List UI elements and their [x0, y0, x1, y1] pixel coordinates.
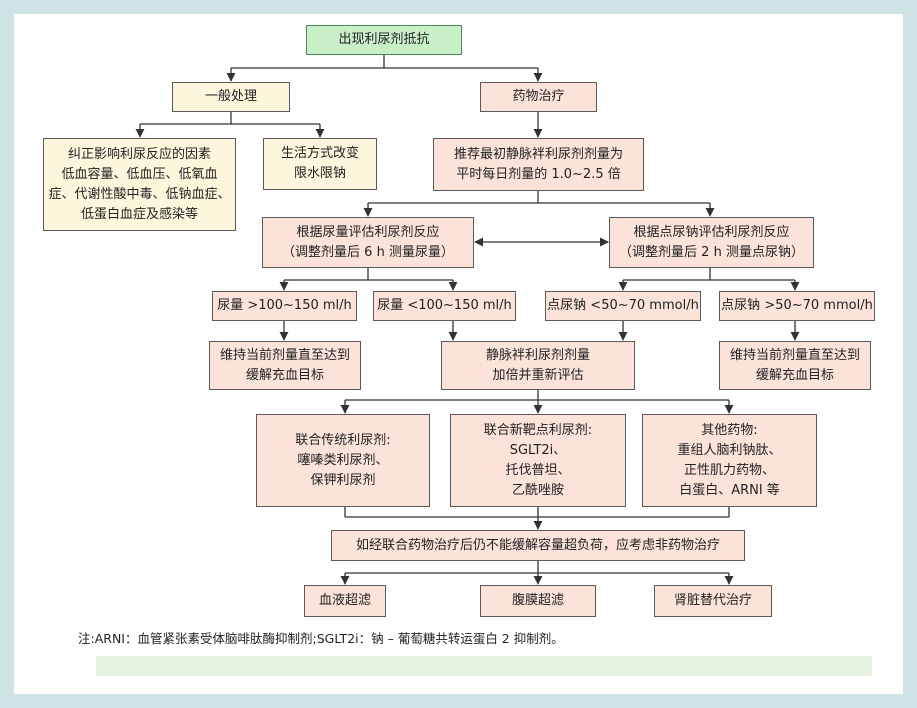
- other-drugs-line: 其他药物:: [701, 422, 758, 438]
- renal-replacement-label: 肾脏替代治疗: [673, 593, 752, 608]
- maintain-left-line: 维持当前剂量直至达到: [219, 347, 350, 363]
- node-renal-replacement: 肾脏替代治疗: [654, 585, 772, 617]
- node-urine-sodium-eval: 根据点尿钠评估利尿剂反应 （调整剂量后 2 h 测量点尿钠）: [609, 217, 814, 268]
- double-dose-line: 加倍并重新评估: [492, 367, 584, 383]
- combo-traditional-line: 保钾利尿剂: [310, 472, 376, 488]
- combo-traditional-line: 联合传统利尿剂:: [295, 432, 391, 448]
- node-urine-high: 尿量 >100~150 ml/h: [212, 291, 357, 321]
- node-double-dose: 静脉袢利尿剂剂量 加倍并重新评估: [441, 341, 635, 390]
- node-non-drug: 如经联合药物治疗后仍不能缓解容量超负荷，应考虑非药物治疗: [331, 530, 745, 561]
- node-start: 出现利尿剂抵抗: [306, 25, 462, 55]
- node-maintain-left: 维持当前剂量直至达到 缓解充血目标: [209, 341, 361, 390]
- lifestyle-line: 生活方式改变: [280, 146, 359, 161]
- combo-new-line: 联合新靶点利尿剂:: [483, 422, 593, 438]
- combo-new-line: 乙酰唑胺: [511, 482, 564, 498]
- node-drug-treatment: 药物治疗: [480, 82, 597, 112]
- node-general-label: 一般处理: [204, 89, 257, 104]
- sodium-low-label: 点尿钠 <50~70 mmol/h: [547, 298, 699, 313]
- footer-bar: [96, 656, 872, 676]
- combo-traditional-line: 噻嗪类利尿剂、: [297, 452, 389, 468]
- node-sodium-low: 点尿钠 <50~70 mmol/h: [545, 291, 701, 321]
- other-drugs-line: 正性肌力药物、: [683, 462, 775, 478]
- node-drug-label: 药物治疗: [512, 89, 565, 104]
- sodium-high-label: 点尿钠 >50~70 mmol/h: [721, 298, 873, 313]
- non-drug-label: 如经联合药物治疗后仍不能缓解容量超负荷，应考虑非药物治疗: [355, 537, 720, 553]
- other-drugs-line: 白蛋白、ARNI 等: [679, 482, 780, 498]
- combo-new-line: 托伐普坦、: [505, 462, 571, 478]
- urine-volume-eval-line: 根据尿量评估利尿剂反应: [296, 224, 440, 240]
- urine-sodium-eval-line: 根据点尿钠评估利尿剂反应: [633, 224, 790, 240]
- peritoneal-label: 腹膜超滤: [511, 593, 564, 608]
- correct-factors-line: 症、代谢性酸中毒、低钠血症、: [48, 186, 231, 202]
- node-recommend-dose: 推荐最初静脉袢利尿剂剂量为 平时每日剂量的 1.0~2.5 倍: [433, 138, 644, 191]
- node-correct-factors: 纠正影响利尿反应的因素 低血容量、低血压、低氧血 症、代谢性酸中毒、低钠血症、 …: [43, 138, 236, 231]
- other-drugs-line: 重组人脑利钠肽、: [677, 442, 782, 458]
- maintain-right-line: 维持当前剂量直至达到: [729, 347, 860, 363]
- node-maintain-right: 维持当前剂量直至达到 缓解充血目标: [719, 341, 871, 390]
- node-combo-traditional: 联合传统利尿剂: 噻嗪类利尿剂、 保钾利尿剂: [256, 414, 430, 507]
- urine-high-label: 尿量 >100~150 ml/h: [217, 298, 352, 313]
- node-sodium-high: 点尿钠 >50~70 mmol/h: [719, 291, 875, 321]
- urine-low-label: 尿量 <100~150 ml/h: [377, 298, 512, 313]
- node-general-treatment: 一般处理: [172, 82, 290, 112]
- node-lifestyle: 生活方式改变 限水限钠: [263, 138, 377, 190]
- urine-volume-eval-line: （调整剂量后 6 h 测量尿量）: [282, 244, 454, 260]
- node-start-label: 出现利尿剂抵抗: [338, 32, 430, 47]
- maintain-right-line: 缓解充血目标: [755, 367, 834, 383]
- hemofiltration-label: 血液超滤: [318, 593, 371, 608]
- double-dose-line: 静脉袢利尿剂剂量: [485, 347, 590, 363]
- lifestyle-line: 限水限钠: [293, 166, 346, 181]
- recommend-dose-line: 平时每日剂量的 1.0~2.5 倍: [456, 166, 621, 182]
- node-peritoneal: 腹膜超滤: [480, 585, 596, 617]
- node-urine-volume-eval: 根据尿量评估利尿剂反应 （调整剂量后 6 h 测量尿量）: [262, 217, 474, 268]
- correct-factors-line: 低蛋白血症及感染等: [80, 206, 198, 222]
- node-other-drugs: 其他药物: 重组人脑利钠肽、 正性肌力药物、 白蛋白、ARNI 等: [642, 414, 817, 507]
- recommend-dose-line: 推荐最初静脉袢利尿剂剂量为: [453, 146, 623, 162]
- correct-factors-line: 纠正影响利尿反应的因素: [67, 146, 211, 162]
- maintain-left-line: 缓解充血目标: [245, 367, 324, 383]
- urine-sodium-eval-line: （调整剂量后 2 h 测量点尿钠）: [619, 244, 804, 260]
- combo-new-line: SGLT2i、: [509, 442, 567, 458]
- node-combo-new-target: 联合新靶点利尿剂: SGLT2i、 托伐普坦、 乙酰唑胺: [450, 414, 626, 507]
- correct-factors-line: 低血容量、低血压、低氧血: [61, 166, 218, 182]
- node-hemofiltration: 血液超滤: [304, 585, 386, 617]
- node-urine-low: 尿量 <100~150 ml/h: [373, 291, 516, 321]
- footnote: 注:ARNI：血管紧张素受体脑啡肽酶抑制剂;SGLT2i：钠 – 葡萄糖共转运蛋…: [78, 631, 564, 646]
